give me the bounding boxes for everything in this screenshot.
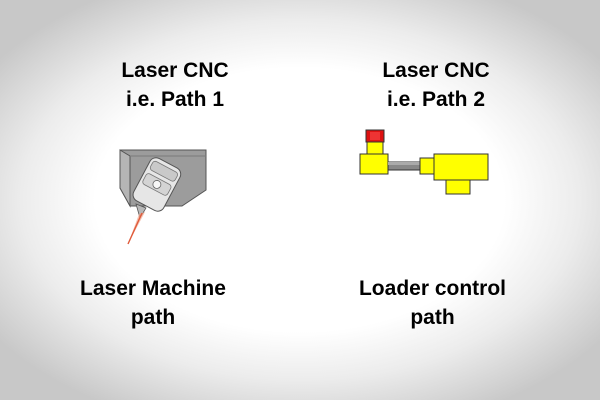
- left-title-line2: i.e. Path 1: [125, 88, 225, 111]
- left-title-line1: Laser CNC: [121, 59, 229, 82]
- laser-head-icon: [119, 149, 207, 245]
- loader-arm-icon: [359, 129, 489, 195]
- right-caption-line1: Loader control: [358, 277, 506, 300]
- left-path-caption: Laser Machine path: [48, 274, 258, 332]
- right-path-title: Laser CNC i.e. Path 2: [336, 56, 536, 114]
- left-caption-line1: Laser Machine: [80, 277, 226, 300]
- right-title-line2: i.e. Path 2: [386, 88, 486, 111]
- right-title-line1: Laser CNC: [382, 59, 490, 82]
- left-path-title: Laser CNC i.e. Path 1: [75, 56, 275, 114]
- right-caption-line2: path: [410, 306, 455, 329]
- left-caption-line2: path: [130, 306, 176, 329]
- right-path-caption: Loader control path: [325, 274, 540, 332]
